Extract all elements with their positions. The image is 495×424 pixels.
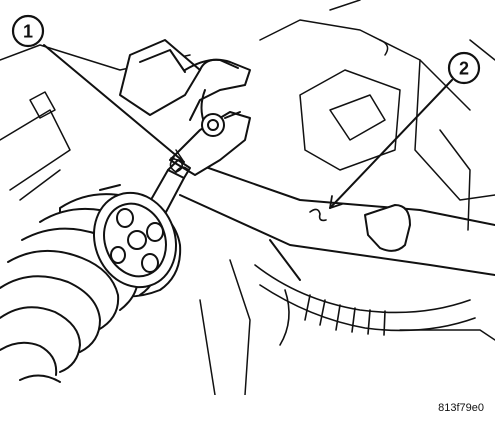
- callout-1-label: 1: [23, 22, 33, 42]
- figure-id: 813f79e0: [438, 402, 484, 414]
- callout-2-leader: [329, 79, 453, 209]
- suspension-crossmember: [179, 164, 495, 281]
- steering-gear-boot: [0, 184, 182, 383]
- wiring-harness: [254, 264, 476, 346]
- callout-2-target-mark: [309, 208, 327, 222]
- callout-1-leader-tail: [170, 149, 185, 163]
- cotter-pin: [169, 157, 184, 173]
- vehicle-body-structure: [0, 0, 495, 395]
- callout-2-arrow: [329, 195, 343, 209]
- callout-2: 2: [447, 51, 481, 85]
- steering-knuckle-arm: [119, 39, 251, 176]
- callout-2-label: 2: [459, 59, 469, 79]
- callout-1-leader: [43, 44, 185, 163]
- callout-1: 1: [11, 14, 45, 48]
